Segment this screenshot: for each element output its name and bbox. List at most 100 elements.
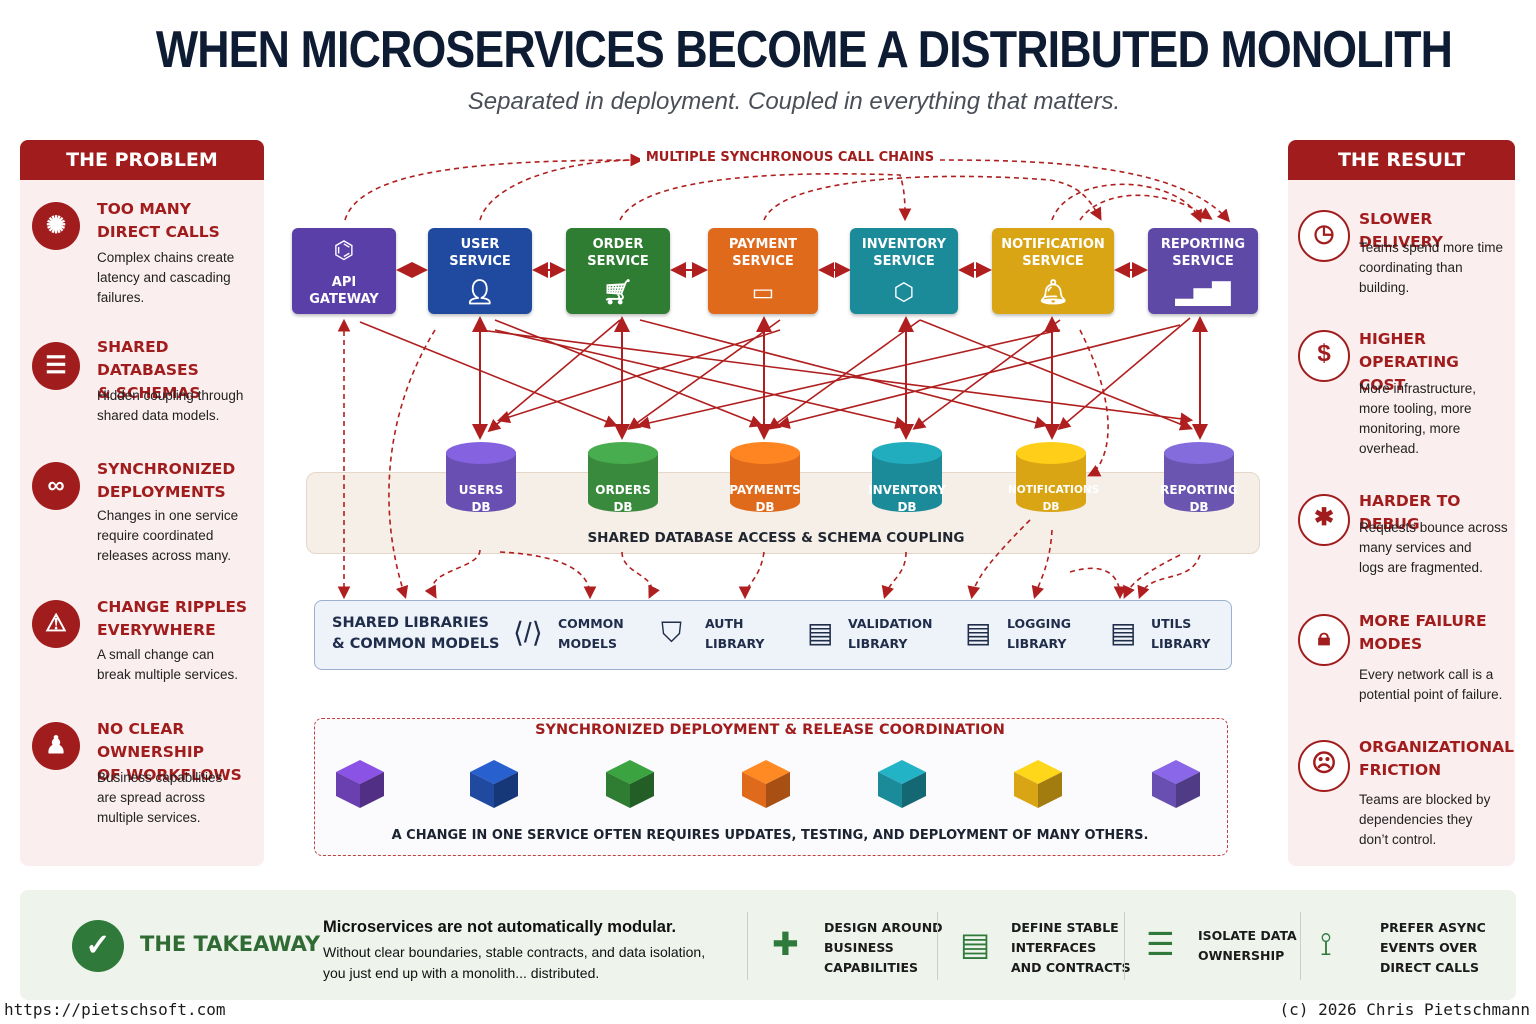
footer-copyright: (c) 2026 Chris Pietschmann	[1279, 1000, 1530, 1019]
result-item-desc: Teams spend more time coordinating than …	[1359, 240, 1504, 295]
divider	[937, 912, 938, 980]
problem-item-title: TOO MANY DIRECT CALLS	[97, 200, 220, 241]
divider	[747, 912, 748, 980]
db-cylinder-top	[588, 442, 658, 464]
db-label: INVENTORY DB	[868, 483, 946, 514]
frustrated-face-icon: ☹	[1298, 740, 1350, 792]
lib-logging: LOGGING LIBRARY	[1007, 616, 1072, 651]
db-cylinder-top	[1164, 442, 1234, 464]
takeaway-body: Without clear boundaries, stable contrac…	[323, 944, 706, 981]
service-label: INVENTORY SERVICE	[861, 237, 947, 269]
db-band-label: SHARED DATABASE ACCESS & SCHEMA COUPLING	[587, 530, 965, 546]
service-order: ORDER SERVICE 🛒︎	[566, 228, 670, 314]
result-item-desc: Requests bounce across many services and…	[1359, 520, 1508, 575]
divider	[1124, 912, 1125, 980]
service-label: API GATEWAY	[309, 275, 379, 307]
people-icon: ♟	[32, 722, 80, 770]
dollar-icon: $	[1298, 330, 1350, 382]
code-icon: ⟨/⟩	[513, 617, 543, 648]
result-heading: THE RESULT	[1288, 140, 1515, 180]
db-label: REPORTING DB	[1160, 483, 1238, 514]
link-icon: ∞	[32, 462, 80, 510]
bug-icon: ✱	[1298, 494, 1350, 546]
db-notifications: NOTIFICATIONS DB	[1008, 440, 1099, 518]
lock-icon: 🔒︎	[1298, 614, 1350, 666]
deployment-note: A CHANGE IN ONE SERVICE OFTEN REQUIRES U…	[391, 828, 1149, 843]
puzzle-icon: ✚	[772, 926, 799, 962]
problem-item-desc: A small change can break multiple servic…	[97, 647, 239, 682]
service-label: USER SERVICE	[449, 237, 511, 269]
log-document-icon: ▤	[965, 617, 992, 648]
bell-icon: 🔔︎	[1037, 278, 1069, 306]
result-item-desc: More infrastructure, more tooling, more …	[1359, 381, 1477, 456]
takeaway-bar	[20, 890, 1516, 1000]
db-cylinder-top	[872, 442, 942, 464]
call-chains-label: MULTIPLE SYNCHRONOUS CALL CHAINS	[640, 150, 940, 165]
db-inventory: INVENTORY DB	[868, 440, 946, 518]
problem-item-title: SYNCHRONIZED DEPLOYMENTS	[97, 460, 236, 501]
result-item-title: HARDER TO DEBUG	[1359, 492, 1461, 533]
result-item-title: HIGHER OPERATING COST	[1359, 330, 1459, 394]
db-cylinder-top	[730, 442, 800, 464]
shared-libraries-panel: SHARED LIBRARIES & COMMON MODELS ⟨/⟩ COM…	[314, 600, 1232, 670]
db-label: PAYMENTS DB	[729, 483, 801, 514]
event-flow-icon: ⟟	[1320, 926, 1332, 962]
service-notification: NOTIFICATION SERVICE 🔔︎	[992, 228, 1114, 314]
service-reporting: REPORTING SERVICE ▂▅▇	[1148, 228, 1258, 314]
database-icon: ☰	[32, 342, 80, 390]
db-label: ORDERS DB	[595, 483, 651, 514]
tip-stable-interfaces: DEFINE STABLE INTERFACES AND CONTRACTS	[1011, 920, 1131, 975]
result-item-desc: Teams are blocked by dependencies they d…	[1359, 792, 1491, 847]
page-title: WHEN MICROSERVICES BECOME A DISTRIBUTED …	[155, 21, 1453, 79]
result-item-title: ORGANIZATIONAL FRICTION	[1359, 738, 1514, 779]
warning-icon: ⚠	[32, 600, 80, 648]
box-icon: ⬡	[893, 278, 915, 306]
takeaway-headline: Microservices are not automatically modu…	[323, 918, 677, 936]
service-user: USER SERVICE 👤︎	[428, 228, 532, 314]
clock-icon: ◷	[1298, 210, 1350, 262]
problem-heading: THE PROBLEM	[20, 140, 264, 180]
shield-icon: ⛉	[661, 617, 683, 648]
footer-url[interactable]: https://pietschsoft.com	[4, 1000, 226, 1019]
service-label: ORDER SERVICE	[587, 237, 649, 269]
db-cylinder-top	[446, 442, 516, 464]
cart-icon: 🛒︎	[602, 278, 634, 306]
problem-item-desc: Changes in one service require coordinat…	[97, 508, 239, 563]
network-icon: ✺	[32, 202, 80, 250]
problem-item-desc: Complex chains create latency and cascad…	[97, 250, 235, 305]
check-icon: ✓	[72, 920, 124, 972]
service-payment: PAYMENT SERVICE ▭	[708, 228, 818, 314]
contract-icon: ▤	[960, 926, 991, 962]
credit-card-icon: ▭	[751, 278, 775, 306]
db-cylinder-top	[1016, 442, 1086, 464]
result-item-title: SLOWER DELIVERY	[1359, 210, 1443, 251]
takeaway-label: THE TAKEAWAY	[140, 932, 321, 956]
deployment-cube	[1014, 760, 1062, 808]
lib-utils: UTILS LIBRARY	[1151, 616, 1211, 651]
db-label: USERS DB	[458, 483, 504, 514]
problem-item-title: CHANGE RIPPLES EVERYWHERE	[97, 598, 248, 639]
page-subtitle: Separated in deployment. Coupled in ever…	[467, 88, 1121, 115]
problem-item-title: SHARED DATABASES & SCHEMAS	[97, 338, 201, 402]
document-lines-icon: ▤	[1110, 617, 1137, 648]
service-label: REPORTING SERVICE	[1160, 237, 1246, 269]
service-label: NOTIFICATION SERVICE	[1001, 237, 1105, 269]
tip-isolate-data: ISOLATE DATA OWNERSHIP	[1198, 928, 1297, 963]
bar-chart-icon: ▂▅▇	[1175, 278, 1231, 306]
lib-auth: AUTH LIBRARY	[705, 616, 765, 651]
gateway-icon: ⌬	[333, 236, 355, 264]
db-label: NOTIFICATIONS DB	[1008, 484, 1100, 513]
divider	[1300, 912, 1301, 980]
problem-item-title: NO CLEAR OWNERSHIP OF WORKFLOWS	[97, 720, 242, 784]
service-api-gateway: ⌬ API GATEWAY	[292, 228, 396, 314]
service-label: PAYMENT SERVICE	[728, 237, 798, 269]
tip-async-events: PREFER ASYNC EVENTS OVER DIRECT CALLS	[1380, 920, 1486, 975]
deployment-cube	[336, 760, 384, 808]
libraries-title: SHARED LIBRARIES & COMMON MODELS	[332, 615, 500, 652]
user-icon: 👤︎	[464, 278, 496, 306]
deployment-cube	[606, 760, 654, 808]
lib-common-models: COMMON MODELS	[558, 616, 624, 651]
db-payments: PAYMENTS DB	[729, 440, 801, 518]
deployment-cube	[878, 760, 926, 808]
problem-item-desc: Business capabilities are spread across …	[97, 770, 223, 825]
